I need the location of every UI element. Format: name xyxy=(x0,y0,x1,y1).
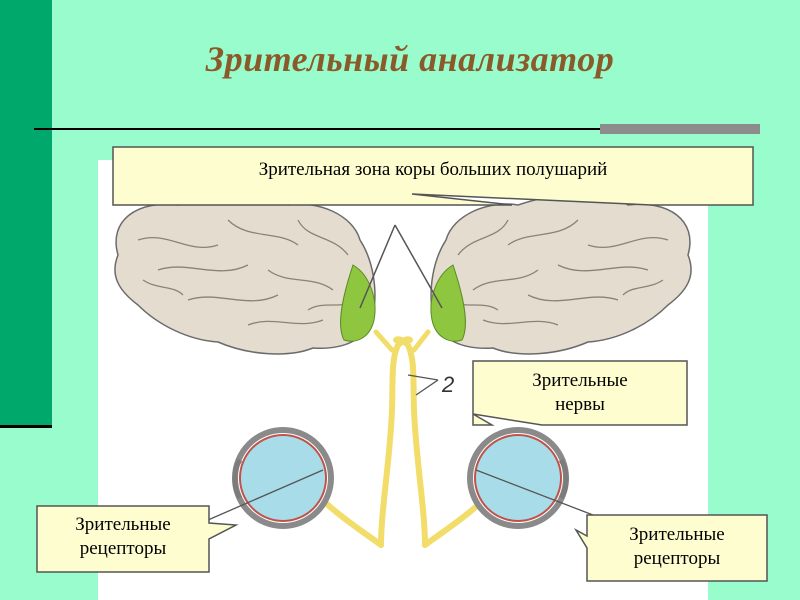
cortex-pointer-lines xyxy=(359,224,443,309)
slide-title: Зрительный анализатор xyxy=(205,39,615,79)
right-hemisphere xyxy=(430,192,692,355)
callout-optic-nerves-line2: нервы xyxy=(555,393,605,415)
callout-receptors-right-box xyxy=(573,514,768,582)
title-rule-accent xyxy=(600,124,760,134)
callout-receptors-left-line2: рецепторы xyxy=(79,537,167,559)
left-hemisphere xyxy=(114,192,376,355)
callout-receptors-right: Зрительные рецепторы xyxy=(573,514,768,582)
callout-receptors-left-line1: Зрительные xyxy=(75,514,171,535)
callout-visual-cortex: Зрительная зона коры больших полушарий xyxy=(112,146,754,206)
callout-visual-cortex-box xyxy=(112,146,754,206)
title-rule xyxy=(34,128,600,130)
marker-2: 2 xyxy=(441,372,454,397)
callout-optic-nerves-box xyxy=(472,360,688,426)
callout-receptors-right-line2: рецепторы xyxy=(633,547,721,569)
callout-receptors-left-box xyxy=(36,505,239,573)
side-accent-bar xyxy=(0,0,52,425)
left-visual-zone xyxy=(340,264,376,342)
callout-visual-cortex-label: Зрительная зона коры больших полушарий xyxy=(258,159,608,180)
callout-receptors-right-line1: Зрительные xyxy=(629,524,725,545)
right-visual-zone xyxy=(430,264,466,342)
receptor-pointer-lines xyxy=(207,469,594,521)
callout-optic-nerves-line1: Зрительные xyxy=(532,370,628,391)
side-accent-underline xyxy=(0,425,52,428)
right-eye xyxy=(467,427,569,529)
callout-optic-nerves: Зрительные нервы xyxy=(472,360,688,426)
left-eye xyxy=(232,427,334,529)
nerve-pointer-lines xyxy=(407,374,439,396)
callout-receptors-left: Зрительные рецепторы xyxy=(36,505,239,573)
